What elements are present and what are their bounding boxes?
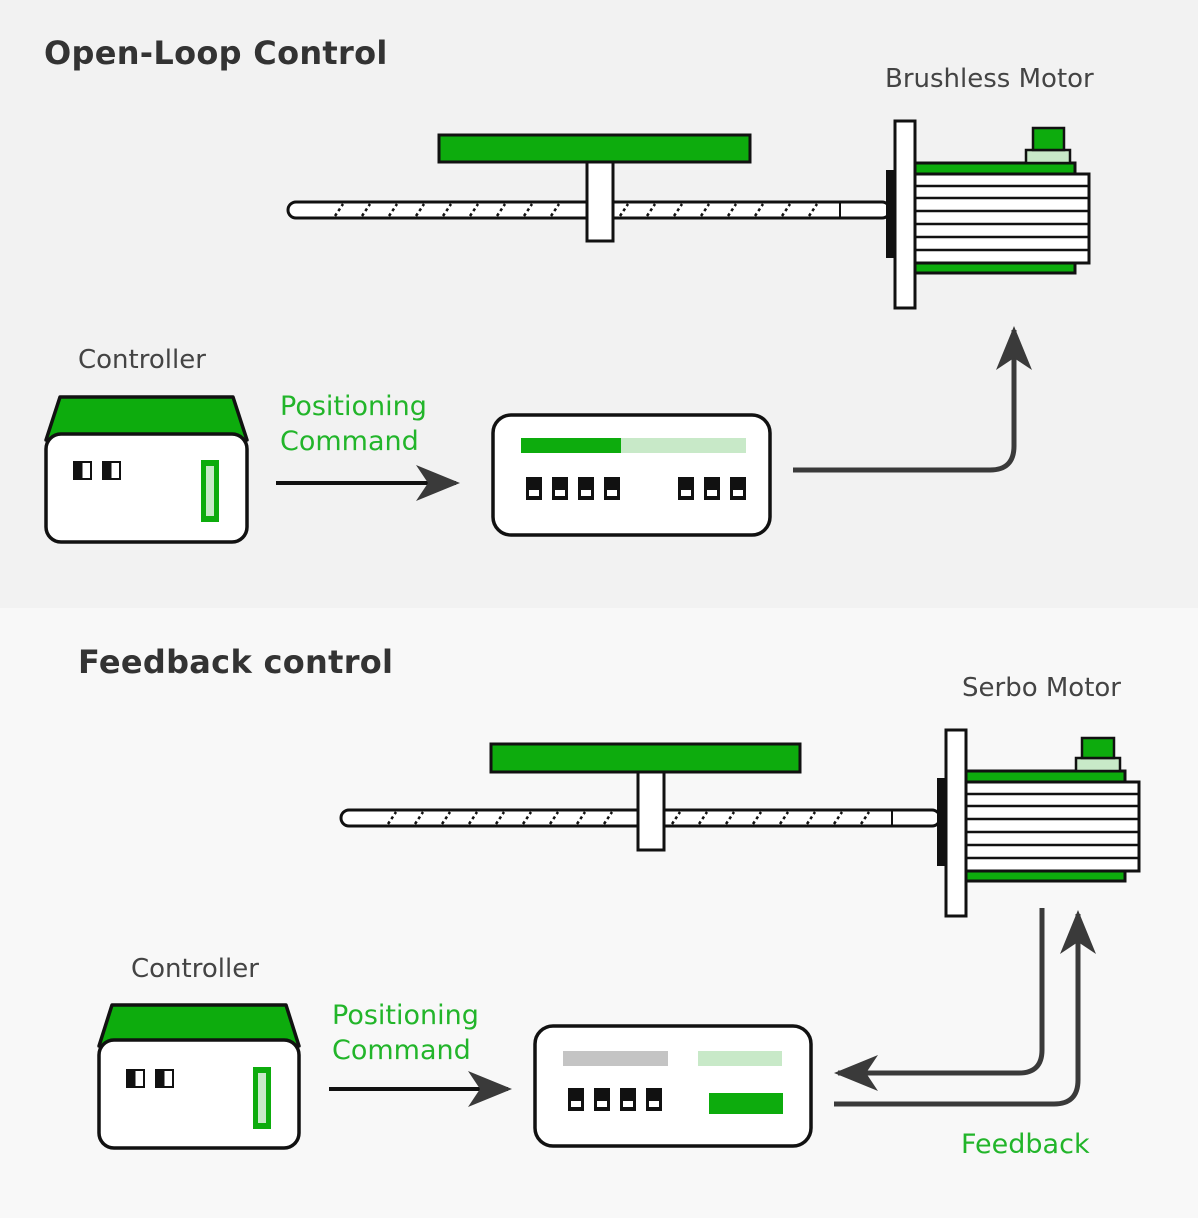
- open-loop-diagram: [44, 119, 1091, 544]
- feedback-diagram: [97, 728, 1141, 1150]
- open-loop-controller: [44, 395, 249, 544]
- servo-motor-label: Serbo Motor: [962, 673, 1121, 703]
- open-loop-drive-arrow: [793, 326, 1032, 473]
- open-loop-command-line2: Command: [280, 426, 419, 457]
- open-loop-panel: Open-Loop Control Brushless Motor Contro…: [0, 0, 1198, 608]
- servo-motor: [937, 728, 1141, 918]
- feedback-label: Feedback: [961, 1129, 1090, 1160]
- feedback-driver: [533, 1024, 813, 1148]
- brushless-motor: [886, 119, 1091, 310]
- brushless-motor-label: Brushless Motor: [885, 64, 1094, 94]
- feedback-panel: Feedback control Serbo Motor Controller …: [0, 608, 1198, 1218]
- open-loop-driver: [491, 413, 772, 537]
- slide-table: [489, 742, 802, 852]
- feedback-command-line2: Command: [332, 1035, 471, 1066]
- feedback-command-line1: Positioning: [332, 1000, 479, 1031]
- feedback-return-arrow: [834, 908, 1045, 1091]
- feedback-controller-label: Controller: [131, 954, 259, 984]
- feedback-controller: [97, 1003, 301, 1150]
- open-loop-title: Open-Loop Control: [44, 34, 388, 72]
- open-loop-controller-label: Controller: [78, 345, 206, 375]
- driver-switches: [526, 477, 746, 500]
- feedback-title: Feedback control: [78, 643, 394, 681]
- slide-table: [437, 133, 752, 243]
- open-loop-command-line1: Positioning: [280, 391, 427, 422]
- driver-switches: [568, 1088, 662, 1111]
- feedback-drive-arrow: [834, 910, 1096, 1107]
